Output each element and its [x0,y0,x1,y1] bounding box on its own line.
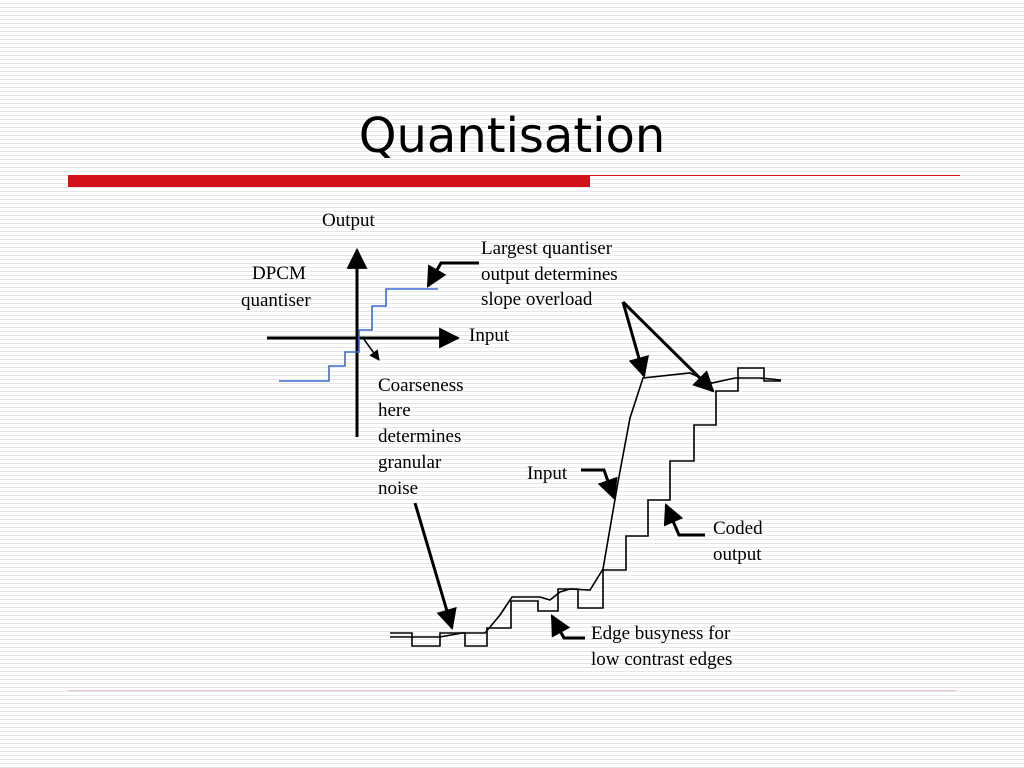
input-signal-curve [390,372,782,638]
edge-busyness-label: Edge busyness for low contrast edges [591,623,735,670]
input-signal-pointer [581,468,618,500]
input-signal-label: Input [527,463,568,484]
title-underline-thick [68,175,590,187]
dpcm-label: DPCM quantiser [241,263,311,311]
coded-output-staircase [390,367,781,647]
slide-title: Quantisation [358,108,666,164]
granular-noise-pointer-to-origin [362,337,380,361]
footer-rule [68,690,956,691]
coded-output-pointer [663,503,705,537]
edge-busyness-pointer [550,614,585,640]
granular-noise-pointer-to-signal [413,502,457,631]
quantiser-staircase [279,288,438,382]
output-axis-label: Output [322,210,376,231]
slope-overload-label: Largest quantiser output determines slop… [481,238,622,310]
slope-overload-pointer-small [426,261,479,288]
coded-output-label: Coded output [713,518,767,565]
title-underline-thin [590,175,960,176]
input-axis-label: Input [469,325,510,346]
slope-overload-pointer-left [621,301,649,379]
granular-noise-label: Coarseness here determines granular nois… [378,375,468,499]
